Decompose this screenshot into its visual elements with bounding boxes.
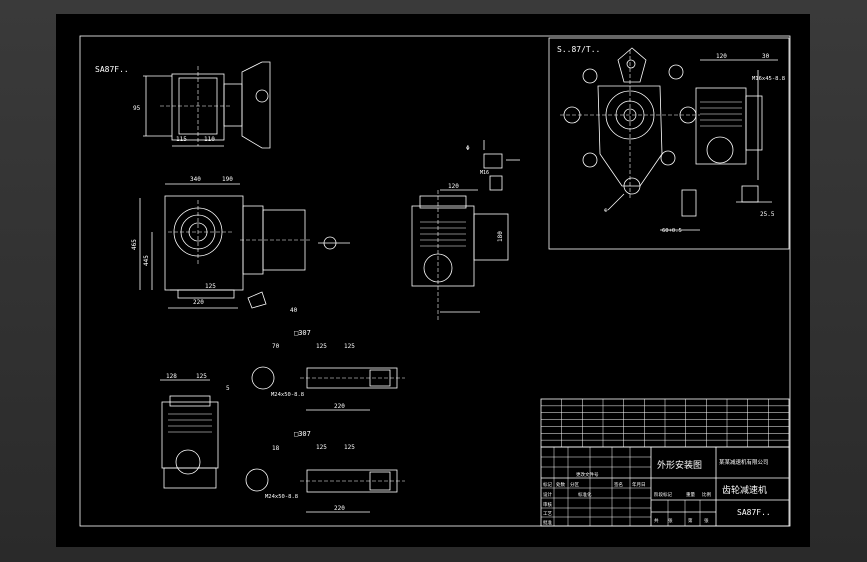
dim-side-180: 180 — [497, 231, 504, 242]
shaft-1: □307 70 125 125 M24x50-8.8 220 — [251, 329, 405, 411]
parameter-table — [540, 398, 790, 448]
side-view: 120 180 — [411, 183, 509, 320]
tb-field-16: 第 — [688, 517, 693, 524]
dim-s2-125a: 125 — [316, 444, 327, 451]
dim-shaft-m16: M16 — [480, 170, 489, 176]
dim-side-120: 120 — [448, 183, 459, 190]
drawing-sheet: SA87F.. 95 115 110 340 190 — [56, 14, 810, 547]
title-block: 外形安装图 某某减速机有限公司 齿轮减速机 SA87F.. 标记 处数 分区 更… — [540, 446, 790, 527]
dim-top-110: 110 — [204, 136, 215, 143]
title-drawing-name: 外形安装图 — [657, 459, 702, 471]
shaft-2: □307 18 125 125 M24x50-8.8 220 — [245, 430, 405, 513]
title-model: SA87F.. — [737, 508, 771, 517]
dim-front-445: 445 — [143, 255, 150, 266]
view-label-top-left: SA87F.. — [95, 65, 129, 74]
dim-s1-125b: 125 — [344, 343, 355, 350]
dim-inset-30: 30 — [762, 53, 770, 60]
outer-frame — [79, 35, 791, 527]
tb-field-5: 年月日 — [632, 481, 646, 488]
dim-front-190: 190 — [222, 176, 233, 183]
dim-s2-220: 220 — [334, 505, 345, 512]
dim-front-40: 40 — [290, 307, 298, 314]
dim-s2-thread: M24x50-8.8 — [265, 494, 298, 500]
dim-inset-25: 25.5 — [760, 211, 775, 218]
tb-field-17: 张 — [704, 517, 709, 524]
tb-field-14: 共 — [654, 517, 659, 524]
dim-inset-120: 120 — [716, 53, 727, 60]
bottom-side-view: 128 125 5 — [160, 373, 230, 489]
tb-field-2: 分区 — [570, 481, 579, 488]
tb-field-8: 审核 — [543, 501, 552, 508]
dim-top-95: 95 — [133, 105, 141, 112]
tb-field-10: 批准 — [543, 519, 552, 526]
tb-field-4: 签名 — [614, 481, 623, 488]
tb-field-11: 阶段标记 — [654, 491, 672, 498]
dim-inset-60: 60+0.5 — [662, 228, 682, 234]
shaft-1-label: □307 — [294, 329, 311, 337]
shaft-2-label: □307 — [294, 430, 311, 438]
tb-field-3: 更改文件号 — [576, 471, 599, 478]
front-view: 340 190 465 445 125 220 — [131, 176, 350, 314]
title-company: 某某减速机有限公司 — [719, 458, 769, 466]
dim-shaft-phi: Φ — [466, 145, 470, 152]
tb-field-6: 设计 — [543, 491, 552, 498]
dim-bot-125: 125 — [196, 373, 207, 380]
dim-s2-125b: 125 — [344, 444, 355, 451]
tb-field-15: 张 — [668, 517, 673, 524]
svg-text:⊕: ⊕ — [604, 207, 608, 214]
dim-s1-70: 70 — [272, 343, 280, 350]
inset-view: S..87/T.. ⊕ — [557, 45, 785, 234]
dim-front-125: 125 — [205, 283, 216, 290]
drawing-canvas: SA87F.. 95 115 110 340 190 — [79, 35, 791, 527]
tb-field-7: 标准化 — [578, 491, 592, 498]
tb-field-0: 标记 — [543, 481, 552, 488]
tb-field-12: 重量 — [686, 491, 695, 498]
dim-front-465: 465 — [131, 239, 138, 250]
view-label-top-right: S..87/T.. — [557, 45, 600, 54]
tb-field-1: 处数 — [556, 481, 565, 488]
dim-s2-18: 18 — [272, 445, 280, 452]
top-view: SA87F.. 95 115 110 — [95, 61, 271, 149]
dim-top-115: 115 — [176, 136, 187, 143]
dim-bot-128: 128 — [166, 373, 177, 380]
shaft-detail: Φ M16 — [466, 140, 520, 191]
tb-field-13: 比例 — [702, 491, 711, 498]
dim-front-220: 220 — [193, 299, 204, 306]
dim-s1-thread: M24x50-8.8 — [271, 392, 304, 398]
dim-s1-125a: 125 — [316, 343, 327, 350]
dim-s1-220: 220 — [334, 403, 345, 410]
dim-bot-5: 5 — [226, 385, 230, 392]
tb-field-9: 工艺 — [543, 511, 552, 517]
title-product: 齿轮减速机 — [722, 484, 767, 496]
dim-front-340: 340 — [190, 176, 201, 183]
inset-frame — [548, 37, 790, 250]
dim-inset-m16: M16x45-8.8 — [752, 76, 785, 82]
